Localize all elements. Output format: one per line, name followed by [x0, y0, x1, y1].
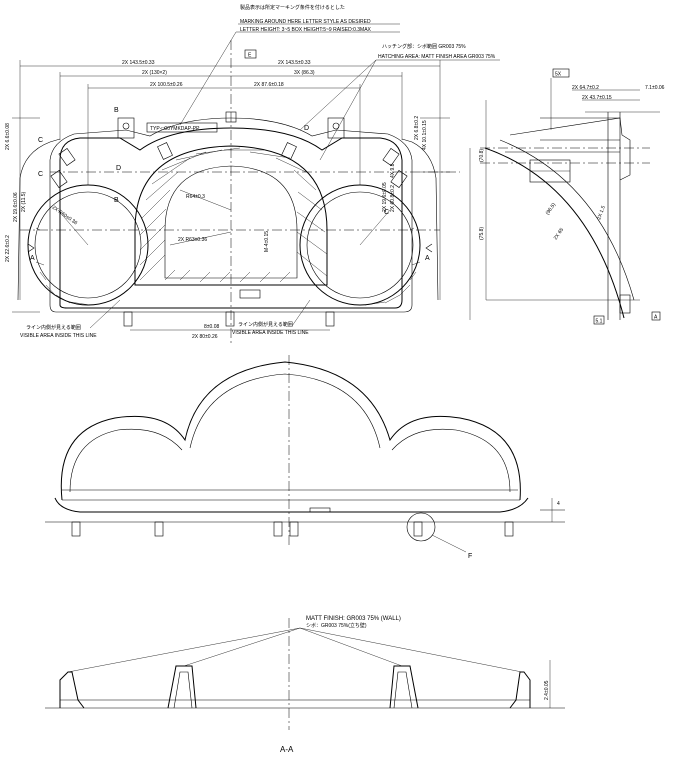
dim-left-2: 2X 22.6±0.2 — [5, 235, 11, 262]
front-dim-h: 4 — [557, 501, 560, 507]
side-dim-b: 2X 65 — [553, 227, 566, 241]
side-dim-5x: 5X — [555, 72, 562, 78]
front-elevation: F 4 — [45, 355, 565, 560]
label-c2: C — [38, 171, 43, 178]
side-dim-r: 2X 1.5 — [596, 205, 607, 221]
dim-right-1: 2X 6.8±0.2 — [414, 116, 420, 140]
side-dim-l: (96.5) — [545, 202, 558, 216]
dim-center-v: M-4±0.15 — [264, 231, 270, 252]
center-dial — [134, 145, 328, 286]
detail-f-circle — [406, 512, 436, 542]
section-a-a: MATT FINISH: GR003 75% (WALL) シボ：GR003 7… — [45, 616, 565, 754]
visible-note-jp-right: ライン内側が見える範囲 — [238, 321, 293, 328]
section-dim-h: 2.4±0.05 — [544, 680, 550, 700]
dim-top-1: 2X 143.5±0.33 — [122, 60, 155, 66]
dim-top-4: 3X (86.3) — [294, 70, 315, 76]
label-a-left: A — [30, 255, 35, 262]
dim-bottom-2: 2X 80±0.26 — [192, 334, 218, 340]
side-dim-bottom: 5.1 — [596, 319, 603, 325]
part-number-box: TYP-□00YMKDAP-PP — [150, 126, 200, 132]
dim-right-3: 4X 9.8 — [390, 163, 396, 178]
visible-note-en-left: VISIBLE AREA INSIDE THIS LINE — [20, 333, 97, 339]
dim-left-1: 2X 6.6±0.08 — [5, 123, 11, 150]
label-d1: D — [116, 165, 121, 172]
section-label: A-A — [280, 745, 294, 754]
label-b2: B — [114, 197, 119, 204]
label-b1: B — [114, 107, 119, 114]
dim-right-4: 2X 19.6±0.05 — [382, 182, 388, 212]
label-c3: C — [384, 209, 389, 216]
dim-top-3: 2X (130×2) — [142, 70, 167, 76]
front-view-dimensions: 2X 143.5±0.33 2X 143.5±0.33 2X (130×2) 3… — [5, 60, 450, 340]
dim-top-5: 2X 100.5±0.26 — [150, 82, 183, 88]
label-d2: D — [304, 125, 309, 132]
dim-left-4: 2X (11.5) — [21, 191, 27, 212]
dim-left-3: 2X 19.6±0.06 — [13, 192, 19, 222]
matt-finish-note: MATT FINISH: GR003 75% (WALL) — [306, 616, 401, 622]
hatching-note-en: HATCHING AREA: MATT FINISH AREA GR003 75… — [378, 54, 496, 60]
side-view: 5X 2X 64.7±0.2 2X 43.7±0.15 7.1±0.06 (70… — [469, 68, 665, 325]
visible-note-jp-left: ライン内側が見える範囲 — [26, 324, 81, 331]
dim-radius-center-2: 2X R63±0.36 — [178, 237, 207, 243]
dim-radius-center: R64±0.3 — [186, 194, 205, 200]
side-dim-h1: (70.8) — [479, 149, 485, 162]
marking-note-line1: MARKING AROUND HERE LETTER STYLE AS DESI… — [240, 19, 371, 25]
visible-note-en-right: VISIBLE AREA INSIDE THIS LINE — [232, 330, 309, 336]
dim-top-6: 2X 87.6±0.18 — [254, 82, 284, 88]
label-f: F — [468, 553, 472, 560]
side-dim-1: 2X 64.7±0.2 — [572, 85, 599, 91]
side-dim-h2: (75.8) — [479, 227, 485, 240]
dim-right-2: 4X 10.1±0.15 — [422, 120, 428, 150]
dim-bottom-1: 8±0.08 — [204, 324, 219, 330]
label-c1: C — [38, 137, 43, 144]
label-a-right: A — [425, 255, 430, 262]
marking-note-line2: LETTER HEIGHT: 3~5 BOX HEIGHT:5~9 RAISED… — [240, 27, 372, 33]
side-dim-3: 7.1±0.06 — [645, 85, 665, 91]
side-label-a: A — [654, 315, 658, 321]
view-box-e — [244, 49, 257, 59]
dim-right-5: 2X 60.8±0.2 — [390, 185, 396, 212]
dim-radius-left: 2X R60±0.36 — [51, 205, 79, 227]
matt-finish-note-jp: シボ：GR003 75%(立ち壁) — [306, 622, 367, 629]
hatching-note-jp: ハッチング部：シボ範囲 GR003 75% — [382, 43, 466, 50]
dim-top-2: 2X 143.5±0.33 — [278, 60, 311, 66]
marking-note-jp: 製品表示は所定マーキング条件を付けるとした — [240, 4, 345, 11]
svg-text:E: E — [248, 53, 252, 59]
side-dim-2: 2X 43.7±0.15 — [582, 95, 612, 101]
